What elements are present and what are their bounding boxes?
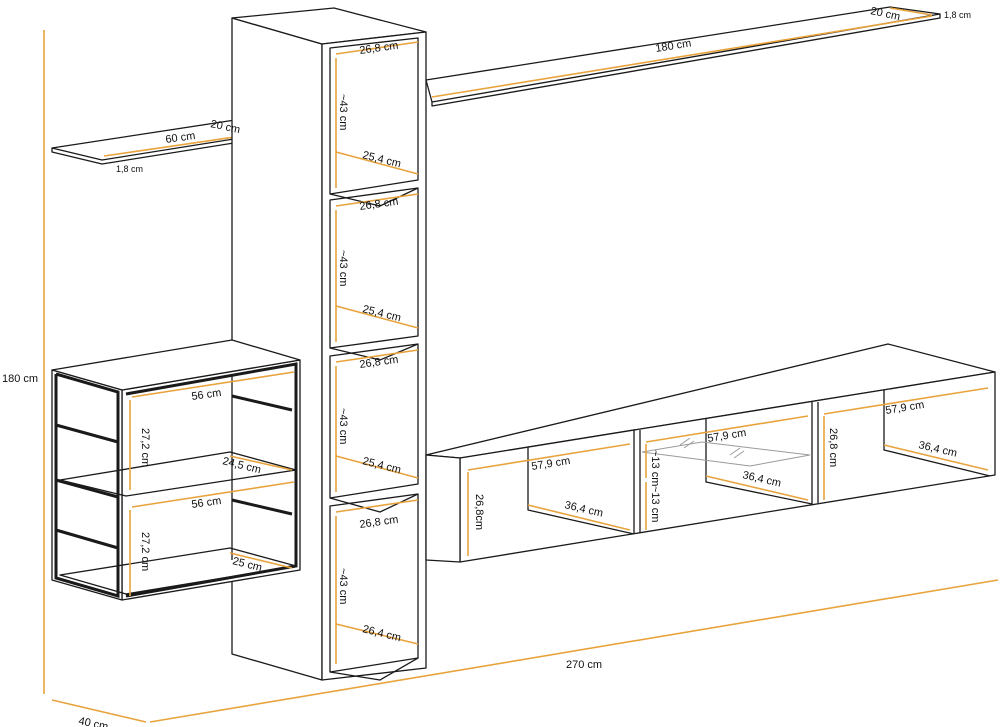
tv-mid-upper-height-label: ~13 cm [649,450,661,486]
tower-width-label-2: 26,8 cm [359,196,399,213]
total-width-label: 270 cm [566,659,602,671]
tower-height-label-2: ~43 cm [337,250,349,286]
tv-mid-lower-height-label: ~13 cm [649,486,661,522]
total-height-label: 180 cm [2,373,38,385]
left-shelf-thickness-label: 1,8 cm [116,164,143,174]
top-shelf [425,6,941,107]
cabinet-height-label-top: 27,2 cm [139,428,151,467]
top-shelf-thickness-label: 1,8 cm [944,10,971,20]
cabinet-width-label-bottom: 56 cm [191,495,222,511]
tower-height-label-3: ~43 cm [337,408,349,444]
total-depth-label: 40 cm [77,715,109,727]
tv-right-height-label: 26,8 cm [827,428,839,467]
tower-width-label-4: 26,8 cm [359,514,399,531]
tv-left-height-label: 26,8cm [473,494,485,530]
tall-tower [231,7,427,681]
labels: 180 cm 20 cm 1,8 cm 60 cm 20 cm 1,8 cm 2… [2,5,971,727]
top-shelf-length-label: 180 cm [655,37,693,54]
tower-height-label-1: ~43 cm [337,94,349,130]
cabinet-height-label-bottom: 27,2 cm [139,532,151,571]
open-cabinet [51,339,301,601]
overall-dimensions [43,30,999,723]
tower-width-label-3: 26,8 cm [359,354,399,371]
tower-height-label-4: ~43 cm [337,568,349,604]
tv-board [425,343,996,563]
cabinet-width-label-top: 56 cm [191,387,222,403]
left-shelf-length-label: 60 cm [165,130,196,146]
tower-width-label-1: 26,8 cm [359,40,399,57]
